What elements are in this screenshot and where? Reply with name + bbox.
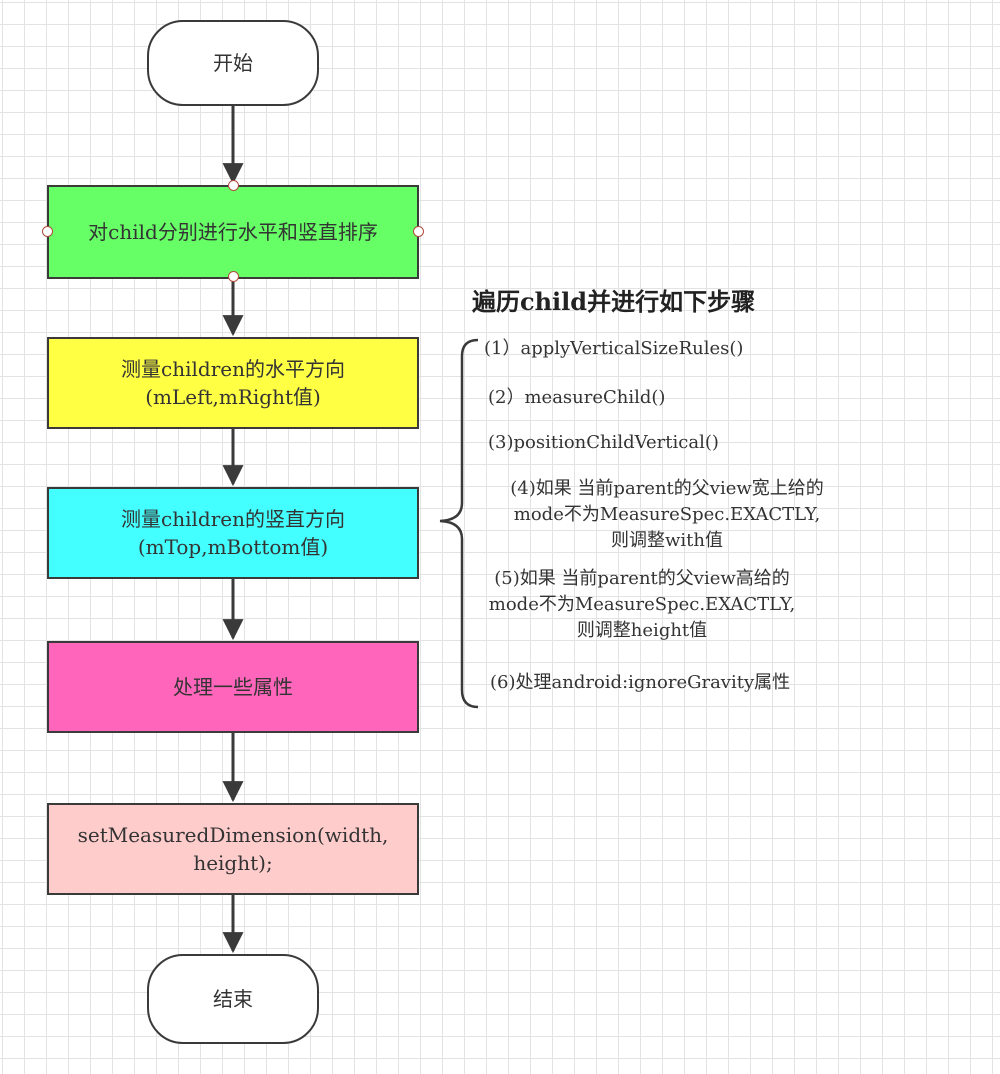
- set-measured-dimension-line2: height);: [193, 851, 273, 875]
- step-line: (3)positionChildVertical(): [488, 432, 719, 453]
- set-measured-dimension-line1: setMeasuredDimension(width,: [77, 823, 389, 847]
- step-item: (2）measureChild(): [488, 385, 665, 411]
- end-label: 结束: [213, 987, 253, 1011]
- measure-horizontal-process: 测量children的水平方向 (mLeft,mRight值): [47, 337, 419, 429]
- measure-horizontal-values: (mLeft,mRight值): [145, 385, 321, 409]
- steps-brace: [439, 338, 479, 709]
- step-line: mode不为MeasureSpec.EXACTLY,: [513, 504, 821, 525]
- end-terminal: 结束: [147, 954, 319, 1044]
- step-line: mode不为MeasureSpec.EXACTLY,: [488, 594, 796, 615]
- sort-children-process: 对child分别进行水平和竖直排序: [47, 185, 419, 279]
- start-label: 开始: [213, 51, 253, 75]
- step-line: (4)如果 当前parent的父view宽上给的: [510, 478, 824, 499]
- step-item: (4)如果 当前parent的父view宽上给的 mode不为MeasureSp…: [482, 476, 852, 554]
- annotation-title: 遍历child并进行如下步骤: [472, 287, 756, 316]
- handle-attributes-label: 处理一些属性: [173, 675, 293, 699]
- step-line: (1）applyVerticalSizeRules(): [484, 338, 744, 359]
- handle-attributes-process: 处理一些属性: [47, 641, 419, 733]
- step-line: 则调整height值: [576, 620, 708, 641]
- step-line: (5)如果 当前parent的父view高给的: [494, 568, 790, 589]
- step-line: (6)处理android:ignoreGravity属性: [490, 672, 791, 693]
- step-line: 则调整with值: [611, 530, 723, 551]
- step-item: (3)positionChildVertical(): [488, 430, 719, 456]
- connection-handle-top[interactable]: [228, 180, 239, 191]
- connection-handle-right[interactable]: [413, 226, 424, 237]
- step-item: (5)如果 当前parent的父view高给的 mode不为MeasureSpe…: [472, 566, 812, 644]
- set-measured-dimension-process: setMeasuredDimension(width, height);: [47, 803, 419, 895]
- measure-vertical-values: (mTop,mBottom值): [137, 535, 329, 559]
- measure-vertical-label: 测量children的竖直方向: [121, 507, 345, 531]
- step-item: (6)处理android:ignoreGravity属性: [490, 670, 790, 696]
- measure-vertical-process: 测量children的竖直方向 (mTop,mBottom值): [47, 487, 419, 579]
- start-terminal: 开始: [147, 20, 319, 106]
- step-line: (2）measureChild(): [488, 387, 666, 408]
- sort-children-label: 对child分别进行水平和竖直排序: [88, 220, 378, 244]
- measure-horizontal-label: 测量children的水平方向: [121, 357, 345, 381]
- step-item: (1）applyVerticalSizeRules(): [484, 336, 743, 362]
- connection-handle-bottom[interactable]: [228, 271, 239, 282]
- connection-handle-left[interactable]: [42, 226, 53, 237]
